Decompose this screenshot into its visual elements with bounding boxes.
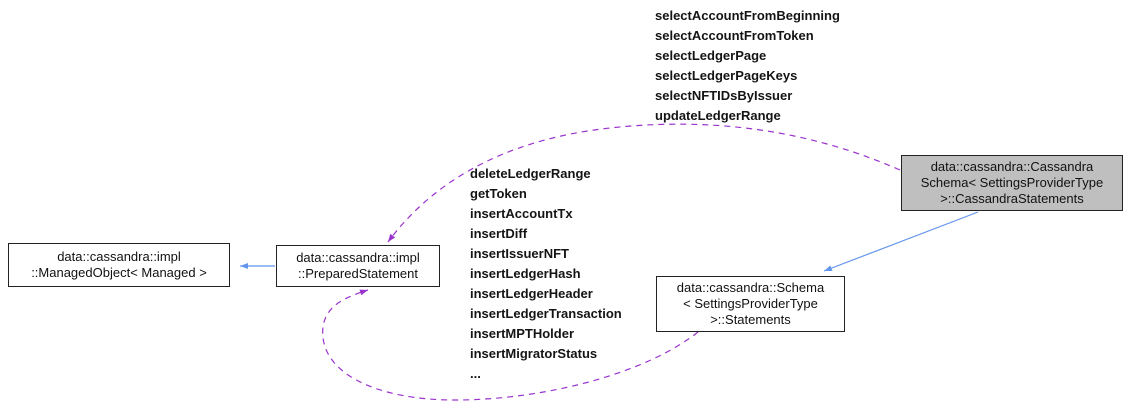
node-managed-object[interactable]: data::cassandra::impl ::ManagedObject< M… (8, 243, 230, 287)
node-prepared-statement[interactable]: data::cassandra::impl ::PreparedStatemen… (276, 245, 440, 287)
node-label-line: < SettingsProviderType (683, 296, 818, 311)
node-label-line: data::cassandra::impl (296, 250, 420, 265)
edge-label-line: selectLedgerPage (655, 48, 767, 63)
usage-edge-cassandrastatements-to-preparedstatement (387, 123, 901, 243)
edge-label-line: selectAccountFromToken (655, 28, 814, 43)
edge-label-line: ... (470, 366, 481, 381)
inheritance-edge-cassandrastatements-to-statements (823, 211, 979, 272)
node-label-line: ::PreparedStatement (298, 266, 418, 281)
edge-label-line: deleteLedgerRange (470, 166, 591, 181)
edge-label-line: updateLedgerRange (655, 108, 781, 123)
edge-label-line: insertLedgerTransaction (470, 306, 622, 321)
node-label-line: ::ManagedObject< Managed > (31, 265, 207, 280)
edge-label-line: insertIssuerNFT (470, 246, 569, 261)
node-label-line: data::cassandra::Schema (676, 280, 825, 295)
edge-label-line: getToken (470, 186, 527, 201)
node-label-line: >::Statements (710, 312, 791, 327)
node-label-line: data::cassandra::impl (57, 249, 181, 264)
edge-label-line: selectLedgerPageKeys (655, 68, 798, 83)
edge-label-line: insertLedgerHash (470, 266, 581, 281)
node-label-line: data::cassandra::Cassandra (930, 159, 1094, 174)
edge-label-statements-members: deleteLedgerRange getToken insertAccount… (470, 164, 622, 384)
edge-label-line: insertAccountTx (470, 206, 573, 221)
edge-label-line: insertDiff (470, 226, 528, 241)
edge-label-cassandrastatements-members: selectAccountFromBeginning selectAccount… (655, 6, 840, 126)
node-cassandra-statements: data::cassandra::Cassandra Schema< Setti… (901, 155, 1123, 211)
usage-edge-statements-to-preparedstatement (322, 289, 699, 401)
edge-label-line: insertMPTHolder (470, 326, 575, 341)
node-label-line: >::CassandraStatements (940, 191, 1084, 206)
node-statements[interactable]: data::cassandra::Schema < SettingsProvid… (656, 276, 845, 332)
node-label-line: Schema< SettingsProviderType (920, 175, 1104, 190)
edge-label-line: selectNFTIDsByIssuer (655, 88, 793, 103)
edge-label-line: selectAccountFromBeginning (655, 8, 840, 23)
edge-label-line: insertMigratorStatus (470, 346, 598, 361)
edge-label-line: insertLedgerHeader (470, 286, 593, 301)
